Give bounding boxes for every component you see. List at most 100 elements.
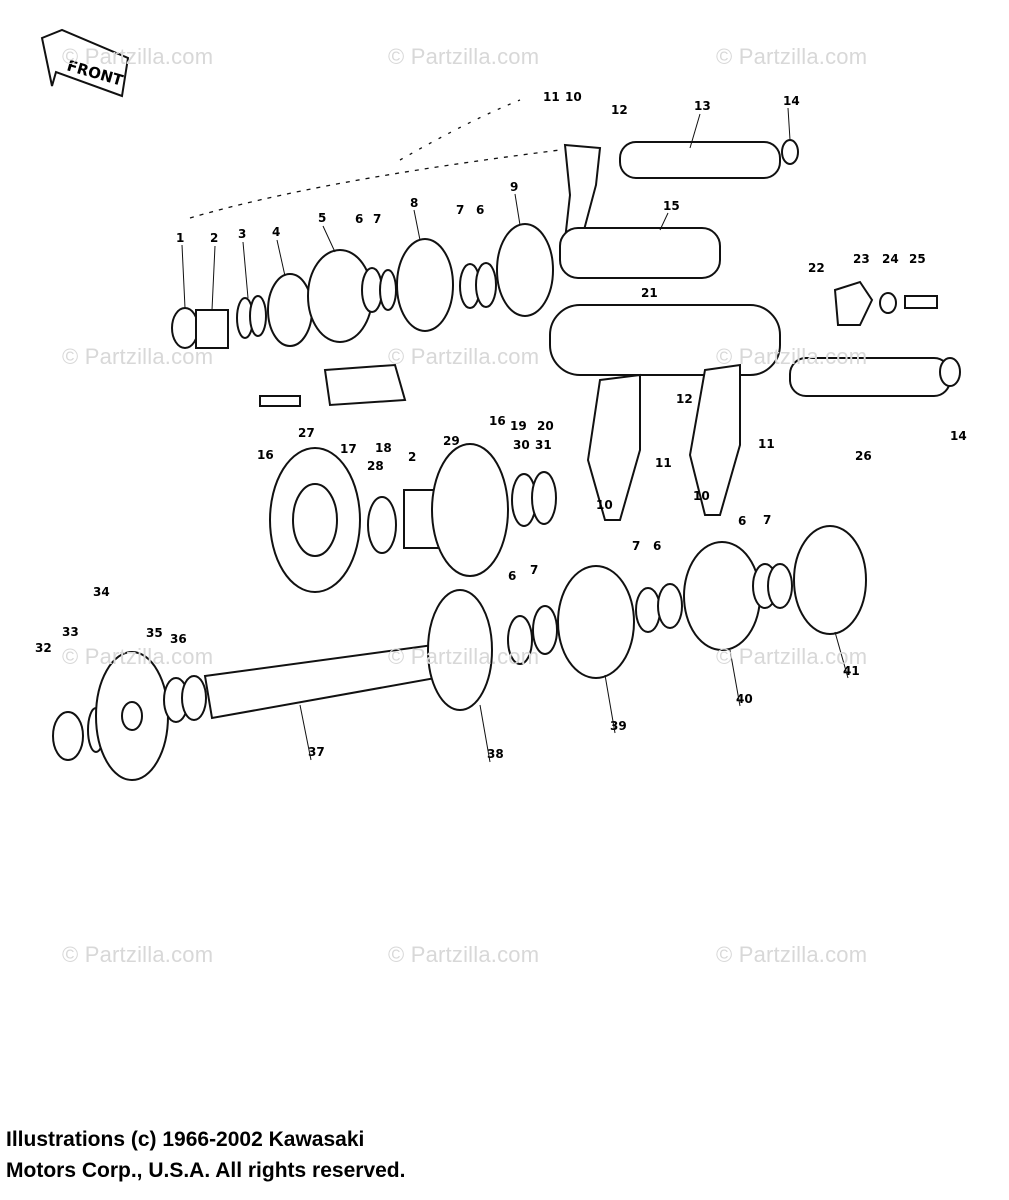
callout-label: 4 [272, 225, 280, 239]
copyright-line-2: Motors Corp., U.S.A. All rights reserved… [6, 1159, 406, 1182]
copyright-notice: Illustrations (c) 1966-2002 Kawasaki Mot… [6, 1124, 405, 1186]
callout-label: 11 [543, 90, 560, 104]
watermark-text: © Partzilla.com [716, 344, 868, 369]
watermark-text: © Partzilla.com [388, 44, 540, 69]
callout-label: 21 [641, 286, 658, 300]
callout-label: 30 [513, 438, 530, 452]
copyright-line-1: Illustrations (c) 1966-2002 Kawasaki [6, 1128, 365, 1151]
callout-label: 38 [487, 747, 504, 761]
callout-label: 37 [308, 745, 325, 759]
ring-7c [532, 605, 558, 655]
callout-label: 12 [611, 103, 628, 117]
washer-24 [879, 292, 897, 314]
callout-label: 1 [176, 231, 184, 245]
callout-label: 6 [508, 569, 516, 583]
watermark-text: © Partzilla.com [388, 942, 540, 967]
plate-18 [323, 363, 407, 407]
drum-cam-23 [833, 280, 874, 326]
watermark-text: © Partzilla.com [62, 644, 214, 669]
callout-label: 12 [676, 392, 693, 406]
output-shaft-group [52, 525, 867, 781]
shift-fork-10c [688, 363, 741, 516]
ring-7e [767, 563, 793, 609]
callout-label: 6 [355, 212, 363, 226]
washer-3b [249, 295, 267, 337]
callout-label: 7 [763, 513, 771, 527]
callout-label: 20 [537, 419, 554, 433]
ring-6b [475, 262, 497, 308]
callout-label: 32 [35, 641, 52, 655]
ring-6c [507, 615, 533, 665]
shift-drum [259, 280, 961, 521]
gear-41 [793, 525, 867, 635]
bearing-1 [171, 307, 199, 349]
callout-label: 7 [456, 203, 464, 217]
gear-9 [496, 223, 554, 317]
gear-8 [396, 238, 454, 332]
shift-drum-21 [549, 304, 781, 376]
callout-label: 35 [146, 626, 163, 640]
callout-label: 36 [170, 632, 187, 646]
gear-29 [431, 443, 509, 577]
callout-label: 6 [738, 514, 746, 528]
guide-line [189, 149, 561, 219]
callout-label: 22 [808, 261, 825, 275]
callout-label: 14 [950, 429, 967, 443]
callout-label: 11 [758, 437, 775, 451]
front-arrow: FRONT [40, 28, 130, 98]
callout-label: 34 [93, 585, 110, 599]
middle-gear-group [269, 443, 557, 593]
callout-label: 16 [257, 448, 274, 462]
callout-label: 19 [510, 419, 527, 433]
seal-36 [181, 675, 207, 721]
callout-label: 2 [210, 231, 218, 245]
callout-label: 23 [853, 252, 870, 266]
callout-labels: 1 2 3 4 5 6 7 8 7 6 9 11 10 12 13 14 15 … [35, 90, 967, 761]
callout-label: 16 [489, 414, 506, 428]
watermark-text: © Partzilla.com [62, 344, 214, 369]
callout-label: 5 [318, 211, 326, 225]
gear-27-hub [292, 483, 338, 557]
bolt-25 [904, 295, 938, 309]
callout-label: 27 [298, 426, 315, 440]
callout-label: 10 [693, 489, 710, 503]
callout-label: 7 [373, 212, 381, 226]
watermark-text: © Partzilla.com [716, 644, 868, 669]
callout-label: 7 [530, 563, 538, 577]
callout-label: 31 [535, 438, 552, 452]
drive-shaft-15 [559, 227, 721, 279]
gear-39 [557, 565, 635, 679]
needle-bearing-2 [195, 309, 229, 349]
ring-6d [657, 583, 683, 629]
callout-label: 7 [632, 539, 640, 553]
ring-31 [531, 471, 557, 525]
upper-gear-group [171, 223, 554, 349]
watermark-text: © Partzilla.com [62, 942, 214, 967]
clip-14 [781, 139, 799, 165]
shift-rod-upper [559, 139, 799, 279]
callout-label: 28 [367, 459, 384, 473]
callout-label: 9 [510, 180, 518, 194]
watermark-text: © Partzilla.com [716, 942, 868, 967]
ring-7d [635, 587, 661, 633]
shift-fork-10b [586, 373, 641, 521]
callout-label: 25 [909, 252, 926, 266]
screws-16 [259, 395, 301, 407]
callout-label: 15 [663, 199, 680, 213]
gear-40 [683, 541, 761, 651]
shift-rod-13 [619, 141, 781, 179]
clip-14b [939, 357, 961, 387]
sprocket-34-hub [121, 701, 143, 731]
callout-label: 13 [694, 99, 711, 113]
callout-label: 18 [375, 441, 392, 455]
gear-4 [267, 273, 313, 347]
callout-label: 17 [340, 442, 357, 456]
gear-38 [427, 589, 493, 711]
callout-label: 14 [783, 94, 800, 108]
callout-label: 26 [855, 449, 872, 463]
callout-label: 6 [653, 539, 661, 553]
watermark-text: © Partzilla.com [388, 344, 540, 369]
leader-lines [181, 107, 849, 763]
watermark-text: © Partzilla.com [716, 44, 868, 69]
